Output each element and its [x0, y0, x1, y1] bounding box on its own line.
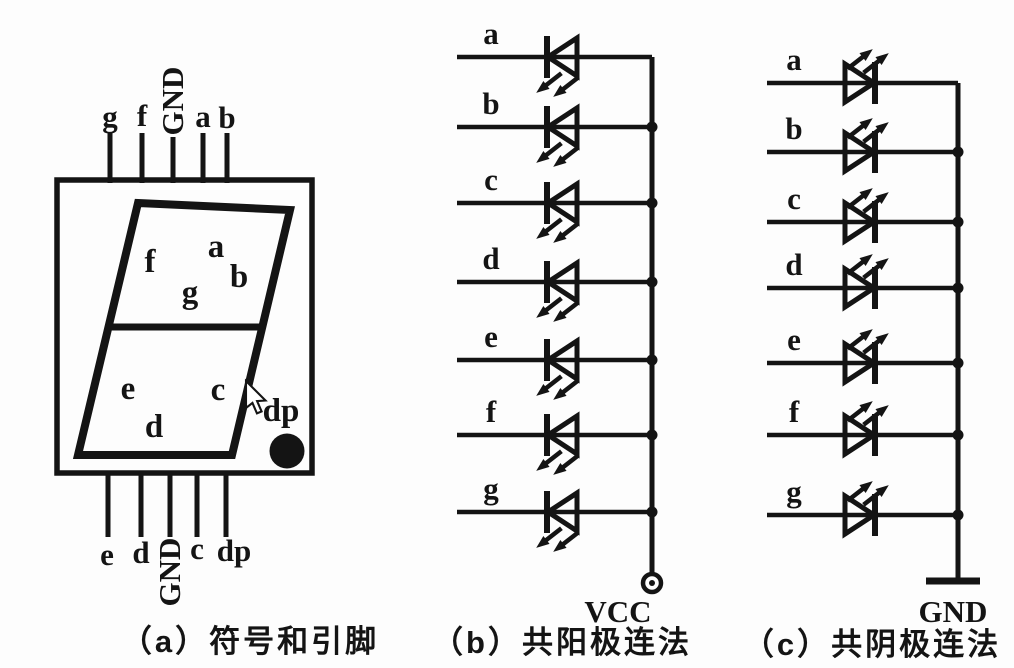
mouse-cursor — [244, 378, 268, 415]
junction-dot — [646, 429, 658, 441]
led-common-anode-icon — [533, 339, 581, 404]
caption-b: （b）共阳极连法 — [432, 625, 692, 660]
panel-b: a b c d e f g VCC （b）共阳极连法 — [432, 16, 692, 660]
pin-label-a-top: a — [195, 99, 211, 134]
row-label-c-f: f — [789, 394, 800, 429]
segment-label-c: c — [211, 372, 226, 408]
pin-label-e-bottom: e — [100, 537, 114, 572]
caption-a: （a）符号和引脚 — [121, 624, 379, 659]
segment-label-b: b — [230, 259, 248, 295]
led-common-anode-icon — [533, 491, 581, 556]
decimal-point-dot — [269, 433, 305, 469]
junction-dot — [952, 357, 964, 369]
row-label-b-e: e — [484, 319, 498, 354]
junction-dot — [646, 276, 658, 288]
row-label-b-c: c — [484, 162, 498, 197]
row-label-b-a: a — [483, 16, 499, 51]
segment-label-e: e — [121, 371, 136, 407]
pin-label-b-top: b — [218, 100, 235, 135]
digit-parallelogram — [72, 198, 296, 459]
vcc-terminal-center — [649, 580, 655, 586]
junction-dot — [646, 197, 658, 209]
junction-dot — [952, 216, 964, 228]
row-label-c-g: g — [786, 474, 802, 509]
led-common-anode-icon — [533, 106, 581, 171]
row-label-c-b: b — [785, 111, 802, 146]
junction-dot — [646, 354, 658, 366]
row-label-b-f: f — [486, 394, 497, 429]
row-label-b-d: d — [482, 241, 499, 276]
led-common-anode-icon — [533, 261, 581, 326]
pin-label-d-bottom: d — [132, 535, 149, 570]
caption-c: （c）共阴极连法 — [743, 627, 1001, 662]
pin-label-f-top: f — [137, 98, 148, 133]
row-label-c-a: a — [786, 42, 802, 77]
segment-label-g: g — [182, 275, 199, 311]
pin-label-g-top: g — [102, 99, 118, 134]
led-common-cathode-icon — [844, 250, 891, 309]
pin-label-dp-bottom: dp — [217, 533, 251, 568]
row-label-b-b: b — [482, 86, 499, 121]
row-label-c-c: c — [787, 181, 801, 216]
segment-label-dp: dp — [263, 393, 300, 429]
pin-label-c-bottom: c — [190, 531, 204, 566]
pin-label-gnd-top: GND — [155, 67, 190, 136]
segment-label-a: a — [208, 229, 225, 265]
led-common-cathode-icon — [844, 477, 891, 536]
row-label-c-e: e — [787, 322, 801, 357]
led-common-cathode-icon — [844, 325, 891, 384]
panel-a: g f GND a b f a b g e c d dp e d GND c d… — [54, 67, 379, 659]
segment-label-f: f — [145, 244, 157, 280]
vcc-label: VCC — [584, 594, 651, 629]
led-common-cathode-icon — [844, 397, 891, 456]
led-common-cathode-icon — [844, 114, 891, 173]
junction-dot — [646, 121, 658, 133]
junction-dot — [952, 509, 964, 521]
panel-c: a b c d e f g GND （c）共阴极连法 — [743, 42, 1001, 662]
display-package-outline — [54, 177, 315, 476]
led-common-anode-icon — [533, 414, 581, 479]
led-common-anode-icon — [533, 182, 581, 247]
segment-label-d: d — [145, 409, 163, 445]
gnd-label: GND — [919, 594, 988, 629]
junction-dot — [952, 146, 964, 158]
row-label-b-g: g — [483, 471, 499, 506]
led-common-cathode-icon — [844, 45, 891, 104]
junction-dot — [646, 506, 658, 518]
row-label-c-d: d — [785, 247, 802, 282]
pin-label-gnd-bottom: GND — [152, 538, 187, 607]
junction-dot — [952, 429, 964, 441]
led-common-anode-icon — [533, 36, 581, 101]
led-common-cathode-icon — [844, 184, 891, 243]
junction-dot — [952, 282, 964, 294]
